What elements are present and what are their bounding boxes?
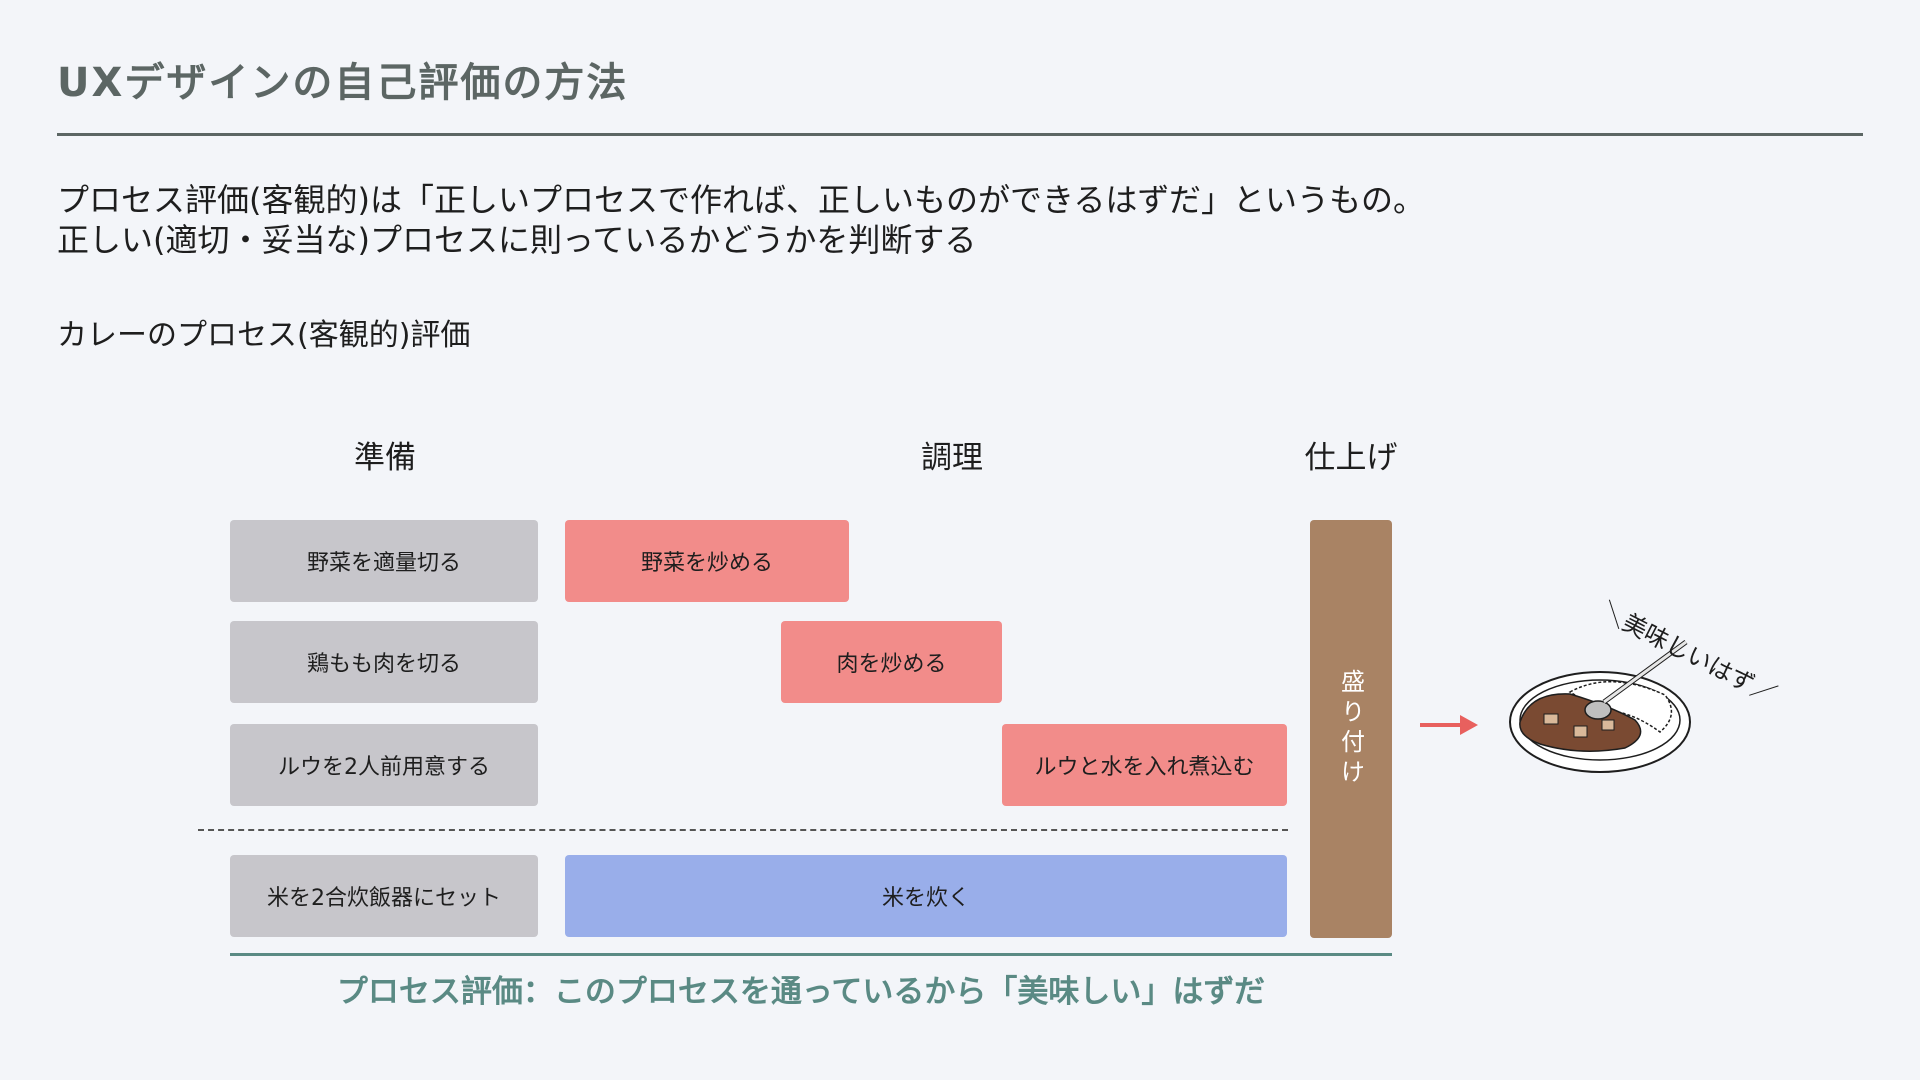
step-prep-chicken: 鶏もも肉を切る [230,621,538,703]
dashed-divider [198,829,1288,831]
description-line-1: プロセス評価(客観的)は「正しいプロセスで作れば、正しいものができるはずだ」とい… [57,181,1426,219]
step-prep-rice: 米を2合炊飯器にセット [230,855,538,937]
step-cook-rice: 米を炊く [565,855,1287,937]
step-finish-serve: 盛り付け [1310,520,1392,938]
step-prep-roux: ルウを2人前用意する [230,724,538,806]
step-cook-vegetables: 野菜を炒める [565,520,849,602]
page-title: UXデザインの自己評価の方法 [57,60,629,106]
footer-caption: プロセス評価：このプロセスを通っているから「美味しい」はずだ [336,974,1266,1010]
phase-finish-label: 仕上げ [1304,440,1398,476]
step-cook-meat: 肉を炒める [781,621,1002,703]
diagram-subtitle: カレーのプロセス(客観的)評価 [57,318,471,353]
step-prep-vegetables: 野菜を適量切る [230,520,538,602]
description: プロセス評価(客観的)は「正しいプロセスで作れば、正しいものができるはずだ」とい… [57,180,1425,260]
description-line-2: 正しい(適切・妥当な)プロセスに則っているかどうかを判断する [57,221,977,259]
footer-rule [230,953,1392,956]
phase-prep-label: 準備 [354,440,416,476]
step-finish-serve-label: 盛り付け [1336,669,1365,789]
title-divider [57,133,1863,136]
step-cook-simmer: ルウと水を入れ煮込む [1002,724,1287,806]
curry-plate-icon [1509,640,1691,773]
phase-cook-label: 調理 [921,440,983,476]
arrow-right-icon [1420,715,1478,735]
